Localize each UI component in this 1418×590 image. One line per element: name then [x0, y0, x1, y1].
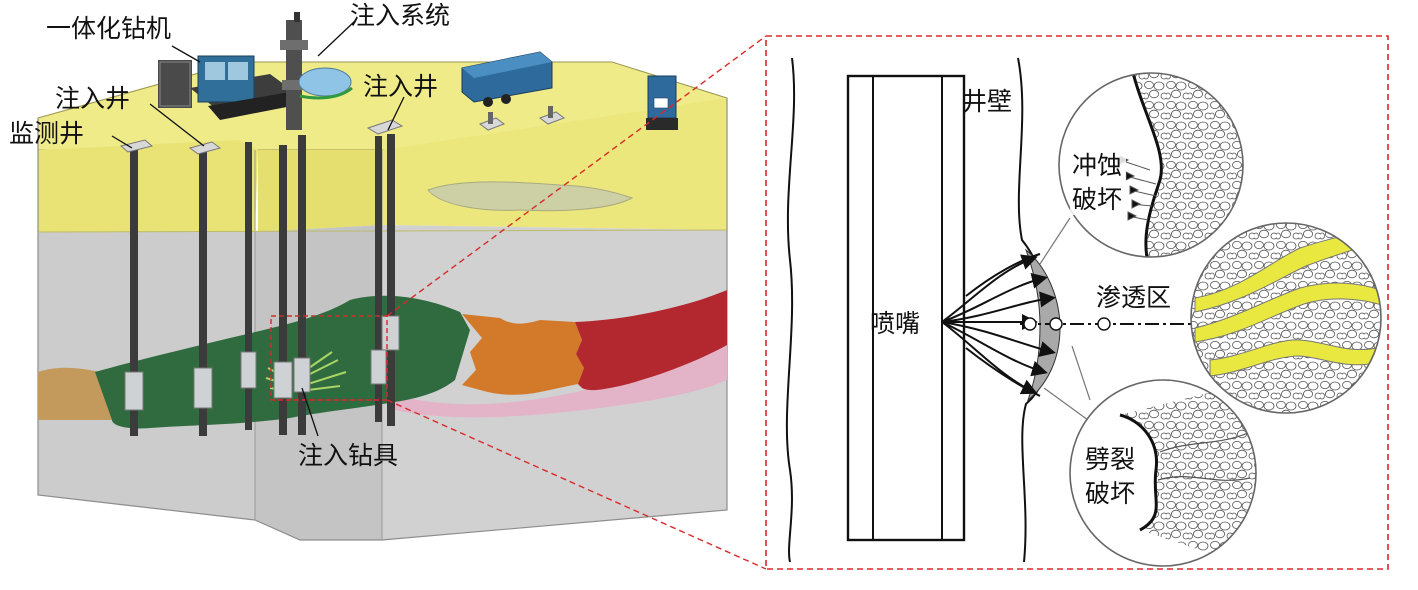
control-cabinet [646, 75, 678, 130]
label-splitting-line1: 劈裂 [1085, 445, 1135, 474]
label-nozzle: 喷嘴 [870, 309, 920, 338]
zoom-line-top [386, 35, 767, 317]
injection-drill-string [293, 135, 311, 435]
label-monitoring-well: 监测井 [9, 119, 84, 148]
soil-layer-front-mid [258, 150, 382, 232]
label-drill-rig: 一体化钻机 [46, 14, 171, 43]
detail-connectors [1039, 217, 1091, 421]
injection-system [280, 12, 353, 130]
sand-lens [427, 181, 634, 212]
drill-pipe [846, 74, 966, 542]
integrated-drill-rig [158, 55, 302, 120]
red-zone [575, 290, 727, 391]
label-permeation-zone: 渗透区 [1096, 283, 1171, 312]
monitoring-well [119, 139, 154, 436]
permeation-zone-detail [1190, 222, 1382, 414]
pink-zone [395, 345, 727, 418]
zoom-line-bottom [386, 399, 767, 570]
label-injection-well-left: 注入井 [55, 84, 130, 113]
orange-zone [462, 314, 584, 395]
label-erosion-line2: 破坏 [1072, 185, 1122, 214]
label-splitting-line2: 破坏 [1085, 479, 1135, 508]
service-trailer [461, 51, 553, 107]
jet-cavity [1024, 248, 1061, 402]
soil-layer-front [38, 140, 258, 232]
jet-arrows [941, 253, 1056, 397]
detail-source-box [270, 315, 388, 401]
injection-well-5 [366, 119, 404, 426]
left-leader-lines [111, 19, 405, 437]
injection-well-3 [273, 145, 293, 435]
label-well-wall: 井壁 [962, 87, 1012, 116]
borehole-wall-left [785, 57, 796, 563]
label-injection-drill-tool: 注入钻具 [298, 441, 398, 470]
label-injection-system: 注入系统 [350, 1, 450, 30]
injection-well-4 [370, 136, 387, 422]
label-injection-well-right: 注入井 [363, 72, 438, 101]
splitting-damage-detail [1069, 379, 1257, 567]
wells [119, 106, 566, 436]
tan-zone [38, 367, 112, 420]
label-erosion-line1: 冲蚀 [1072, 151, 1122, 180]
injection-well-1 [188, 141, 222, 436]
injection-well-2 [240, 142, 257, 430]
